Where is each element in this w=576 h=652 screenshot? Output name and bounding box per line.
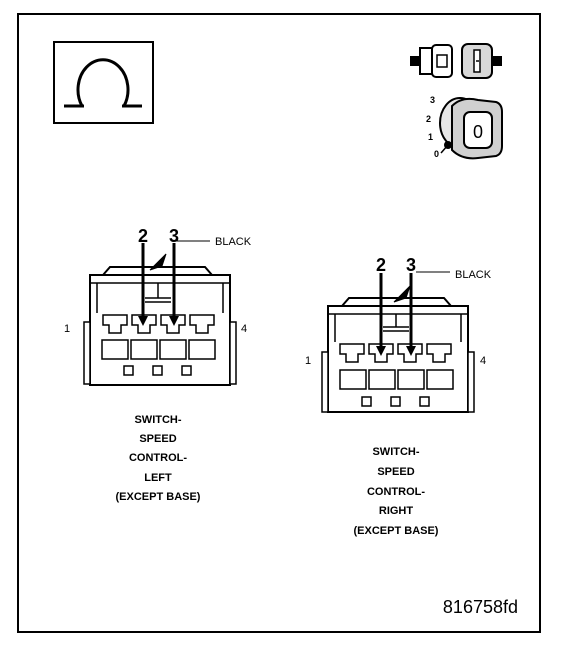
left-end-pin-1: 1 xyxy=(64,323,70,335)
outer-frame xyxy=(17,13,541,633)
dial-mark-1: 1 xyxy=(428,132,433,142)
right-pin-3-label: 3 xyxy=(406,255,416,275)
dial-mark-3: 3 xyxy=(430,95,435,105)
ignition-key-icon: 0 3 2 1 0 xyxy=(426,95,503,160)
dial-mark-0: 0 xyxy=(434,149,439,159)
ohmmeter-box xyxy=(53,41,154,124)
left-caption-line-3: CONTROL- xyxy=(129,452,187,464)
key-label: 0 xyxy=(473,122,483,142)
figure-code: 816758fd xyxy=(443,597,518,617)
right-caption-line-5: (EXCEPT BASE) xyxy=(354,525,439,537)
right-connector: 2 3 BLACK 1 4 xyxy=(305,255,492,413)
left-connector: 2 3 BLACK 1 4 xyxy=(64,226,252,386)
left-pin-3-label: 3 xyxy=(169,226,179,246)
disconnect-connector-icon xyxy=(410,43,502,79)
right-caption-line-2: SPEED xyxy=(377,466,414,478)
left-end-pin-4: 4 xyxy=(241,323,247,335)
left-caption-line-4: LEFT xyxy=(144,472,172,484)
left-caption-line-5: (EXCEPT BASE) xyxy=(116,491,201,503)
left-pin-2-label: 2 xyxy=(138,226,148,246)
right-pin-2-label: 2 xyxy=(376,255,386,275)
right-caption-line-4: RIGHT xyxy=(379,505,414,517)
left-wire-color: BLACK xyxy=(215,236,252,248)
right-end-pin-1: 1 xyxy=(305,355,311,367)
right-caption-line-1: SWITCH- xyxy=(372,446,419,458)
left-caption-line-1: SWITCH- xyxy=(134,414,181,426)
left-caption-line-2: SPEED xyxy=(139,433,176,445)
right-caption-line-3: CONTROL- xyxy=(367,486,425,498)
right-wire-color: BLACK xyxy=(455,269,492,281)
left-caption: SWITCH- SPEED CONTROL- LEFT (EXCEPT BASE… xyxy=(116,414,201,503)
right-end-pin-4: 4 xyxy=(480,355,486,367)
ohmmeter-icon: Ω xyxy=(53,41,154,124)
right-caption: SWITCH- SPEED CONTROL- RIGHT (EXCEPT BAS… xyxy=(354,446,439,537)
dial-mark-2: 2 xyxy=(426,114,431,124)
